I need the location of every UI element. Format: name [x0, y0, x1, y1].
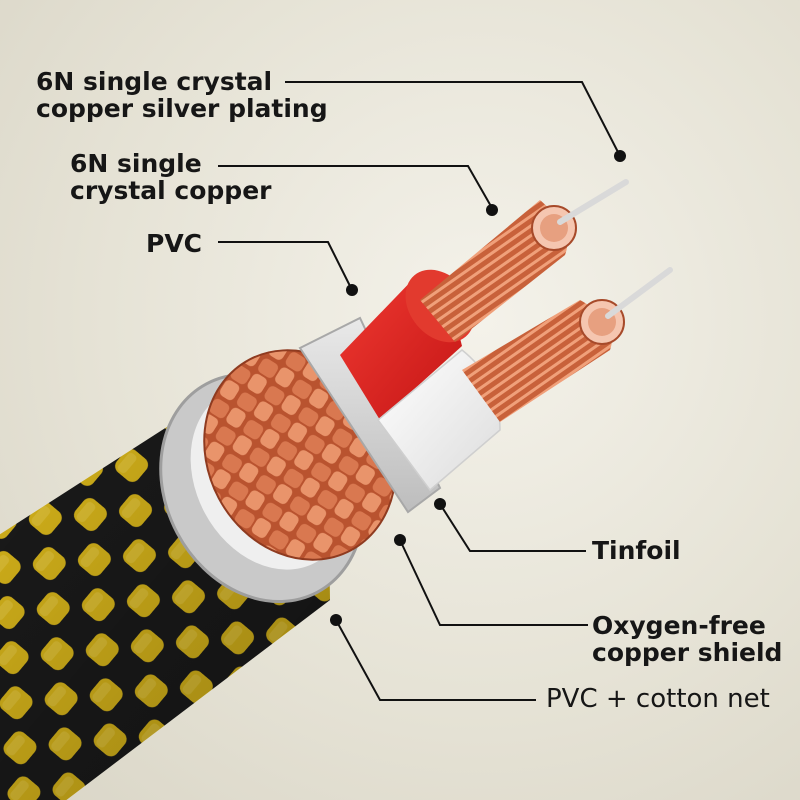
label-outer-jacket-text: PVC + cotton net: [546, 684, 770, 714]
leader-lines: [218, 81, 621, 701]
tinfoil-band: [298, 316, 442, 514]
label-tinfoil-text: Tinfoil: [592, 536, 681, 565]
label-pvc: PVC: [146, 230, 202, 257]
label-single-crystal-copper: 6N single crystal copper: [70, 150, 272, 204]
leader-dots: [330, 150, 626, 626]
leader-outer-jacket: [335, 619, 536, 701]
label-silver-plating: 6N single crystal copper silver plating: [36, 68, 328, 122]
label-outer-jacket: PVC + cotton net: [546, 686, 770, 713]
leader-tinfoil: [439, 503, 586, 552]
label-silver-plating-line2: copper silver plating: [36, 94, 328, 123]
label-copper-shield: Oxygen-free copper shield: [592, 612, 782, 666]
leader-single-crystal-copper: [218, 165, 493, 209]
label-silver-plating-line1: 6N single crystal: [36, 67, 273, 96]
label-single-crystal-copper-line2: crystal copper: [70, 176, 272, 205]
label-copper-shield-line1: Oxygen-free: [592, 611, 766, 640]
leader-copper-shield: [399, 539, 588, 626]
label-copper-shield-line2: copper shield: [592, 638, 783, 667]
red-conductor: [340, 179, 629, 420]
leader-pvc: [218, 241, 353, 291]
white-conductor: [376, 267, 673, 492]
label-tinfoil: Tinfoil: [592, 537, 681, 564]
label-single-crystal-copper-line1: 6N single: [70, 149, 202, 178]
leader-silver-plating: [285, 81, 621, 157]
label-pvc-text: PVC: [146, 229, 203, 258]
